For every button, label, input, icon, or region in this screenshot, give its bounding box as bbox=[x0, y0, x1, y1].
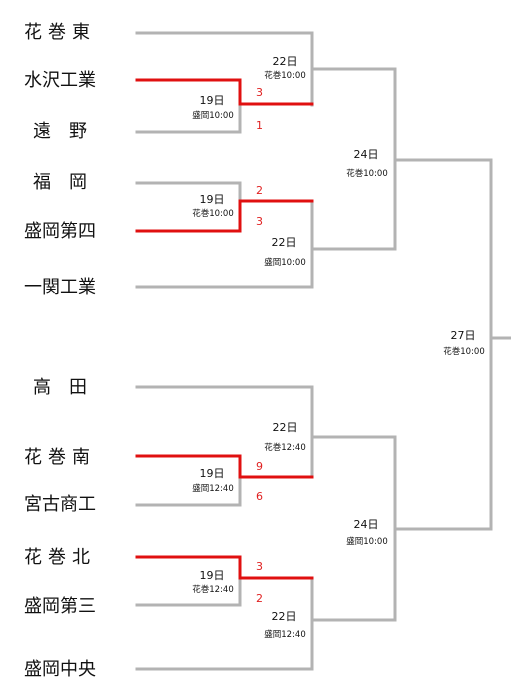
match-day: 22日 bbox=[271, 236, 297, 249]
match-day: 19日 bbox=[199, 193, 225, 206]
match-day: 22日 bbox=[272, 421, 298, 434]
match-score: 6 bbox=[256, 490, 263, 503]
winner-line-hanamaki-kita bbox=[135, 555, 314, 580]
line-ichinoseki bbox=[135, 199, 314, 289]
match-venue: 花巻10:00 bbox=[346, 169, 388, 179]
match-venue: 盛岡10:00 bbox=[192, 111, 234, 121]
match-day: 24日 bbox=[353, 518, 379, 531]
team-name: 福 岡 bbox=[33, 172, 87, 193]
match-day: 19日 bbox=[199, 94, 225, 107]
match-score: 3 bbox=[256, 86, 263, 99]
line-tono bbox=[135, 101, 242, 134]
match-venue: 盛岡10:00 bbox=[346, 537, 388, 547]
team-name: 盛岡中央 bbox=[24, 659, 96, 680]
match-venue: 花巻10:00 bbox=[264, 71, 306, 81]
team-name: 盛岡第三 bbox=[24, 596, 96, 617]
team-name: 水沢工業 bbox=[24, 70, 96, 91]
winner-line-mizusawa bbox=[135, 78, 314, 106]
team-name: 高 田 bbox=[33, 377, 87, 398]
line-r2a-to-semi bbox=[310, 67, 397, 251]
team-name: 花巻東 bbox=[24, 22, 96, 43]
match-venue: 盛岡10:00 bbox=[264, 258, 306, 268]
match-score: 3 bbox=[256, 560, 263, 573]
team-name: 一関工業 bbox=[24, 277, 96, 298]
line-miyako bbox=[135, 475, 242, 507]
match-day: 27日 bbox=[450, 329, 476, 342]
bracket-gray-lines bbox=[135, 31, 511, 671]
line-fukuoka bbox=[135, 181, 242, 205]
team-name: 宮古商工 bbox=[24, 494, 96, 515]
match-venue: 花巻10:00 bbox=[443, 347, 485, 357]
team-name: 花巻北 bbox=[24, 547, 96, 568]
match-day: 19日 bbox=[199, 569, 225, 582]
match-venue: 花巻12:40 bbox=[264, 443, 306, 453]
line-morioka3 bbox=[135, 576, 242, 607]
match-venue: 花巻12:40 bbox=[192, 585, 234, 595]
team-name: 盛岡第四 bbox=[24, 221, 96, 242]
match-score: 1 bbox=[256, 119, 263, 132]
match-day: 22日 bbox=[272, 55, 298, 68]
line-hanamaki-higashi bbox=[135, 31, 314, 107]
line-morioka-chuo bbox=[135, 576, 314, 671]
line-takata bbox=[135, 385, 314, 479]
match-venue: 盛岡12:40 bbox=[264, 630, 306, 640]
team-name: 遠 野 bbox=[33, 121, 87, 142]
match-day: 19日 bbox=[199, 467, 225, 480]
match-score: 2 bbox=[256, 184, 263, 197]
match-day: 22日 bbox=[271, 610, 297, 623]
winner-line-morioka4 bbox=[135, 199, 314, 233]
winner-line-hanamaki-minami bbox=[135, 454, 314, 479]
match-venue: 花巻10:00 bbox=[192, 209, 234, 219]
match-score: 9 bbox=[256, 460, 263, 473]
line-semi-top-to-final bbox=[393, 158, 493, 531]
match-day: 24日 bbox=[353, 148, 379, 161]
match-score: 2 bbox=[256, 592, 263, 605]
team-name: 花巻南 bbox=[24, 447, 96, 468]
bracket-winner-lines bbox=[135, 78, 314, 580]
match-score: 3 bbox=[256, 215, 263, 228]
match-venue: 盛岡12:40 bbox=[192, 484, 234, 494]
